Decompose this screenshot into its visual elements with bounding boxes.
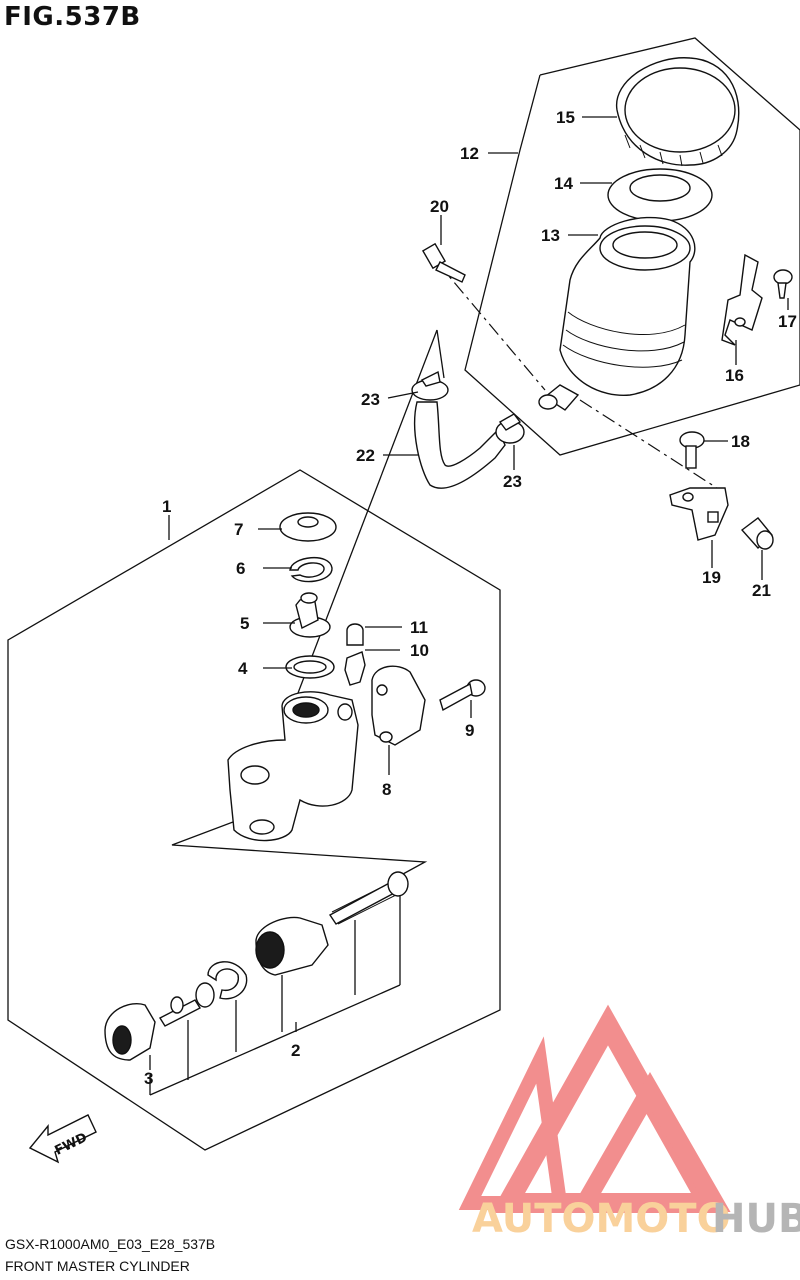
part-17-screw	[773, 269, 793, 299]
callout-10: 10	[410, 641, 429, 660]
callout-4: 4	[238, 659, 248, 678]
push-rod	[159, 982, 215, 1027]
circlip-part	[207, 961, 248, 1000]
callout-8: 8	[382, 780, 391, 799]
part-14-diaphragm	[607, 168, 713, 222]
part-5-connector	[289, 592, 331, 638]
watermark-triangle-left-icon	[458, 1036, 569, 1210]
callout-15: 15	[556, 108, 575, 127]
callout-3: 3	[144, 1069, 153, 1088]
part-23-clamp-lower	[495, 413, 525, 444]
hose-guide-line-2	[436, 329, 445, 379]
callout-5: 5	[240, 614, 249, 633]
callout-21: 21	[752, 581, 771, 600]
part-10-bleeder	[344, 651, 366, 686]
assembly-outline-master-cylinder	[7, 469, 501, 1151]
part-23-clamp-upper	[411, 370, 449, 401]
inner-divider-line	[171, 807, 428, 881]
watermark-text-automoto: AUTOMOTO	[472, 1196, 731, 1242]
part-22-hose	[414, 401, 506, 489]
part-15-reservoir-cap	[616, 57, 740, 167]
callout-18: 18	[731, 432, 750, 451]
centerline-bolt-20	[436, 261, 546, 391]
callout-11: 11	[410, 618, 428, 637]
centerline-bracket	[579, 399, 721, 491]
callout-22: 22	[356, 446, 375, 465]
reservoir-outline	[464, 37, 800, 456]
callout-1: 1	[162, 497, 171, 516]
part-6-circlip	[289, 556, 333, 583]
callout-17: 17	[778, 312, 797, 331]
part-19-bracket	[669, 487, 729, 541]
callout-19: 19	[702, 568, 721, 587]
part-20-bolt	[421, 242, 466, 283]
callout-9: 9	[465, 721, 474, 740]
part-18-bolt	[679, 431, 705, 469]
diagram-caption: FRONT MASTER CYLINDER	[5, 1258, 190, 1274]
piston-spring	[328, 871, 409, 925]
callout-14: 14	[554, 174, 573, 193]
master-cylinder-body	[227, 691, 359, 842]
callout-23-lower: 23	[503, 472, 522, 491]
watermark-triangle-inner-icon	[569, 1071, 731, 1212]
callout-7: 7	[234, 520, 243, 539]
part-21-grommet	[740, 517, 774, 550]
part-4-oring	[285, 655, 335, 679]
callout-16: 16	[725, 366, 744, 385]
watermark-logo: AUTOMOTO HUB	[458, 1004, 800, 1242]
callout-2: 2	[291, 1041, 300, 1060]
part-11-cap	[346, 623, 364, 646]
callout-23-upper: 23	[361, 390, 380, 409]
part-9-bolt	[439, 679, 486, 712]
callout-20: 20	[430, 197, 449, 216]
callout-6: 6	[236, 559, 245, 578]
part-13-reservoir-body	[538, 216, 696, 411]
part-2-bracket-lines	[149, 984, 401, 1096]
leader-23a	[387, 391, 419, 399]
part-8-holder	[371, 665, 426, 746]
part-3-boot	[104, 1003, 156, 1061]
callout-12: 12	[460, 144, 479, 163]
callout-13: 13	[541, 226, 560, 245]
figure-title: FIG.537B	[4, 2, 141, 32]
watermark-text-hub: HUB	[712, 1196, 800, 1242]
fwd-arrow-icon: FWD	[28, 1114, 97, 1164]
part-7-cap	[279, 512, 337, 542]
model-code: GSX-R1000AM0_E03_E28_537B	[5, 1236, 216, 1252]
part-16-bracket	[721, 253, 763, 346]
piston-cup	[255, 916, 329, 976]
